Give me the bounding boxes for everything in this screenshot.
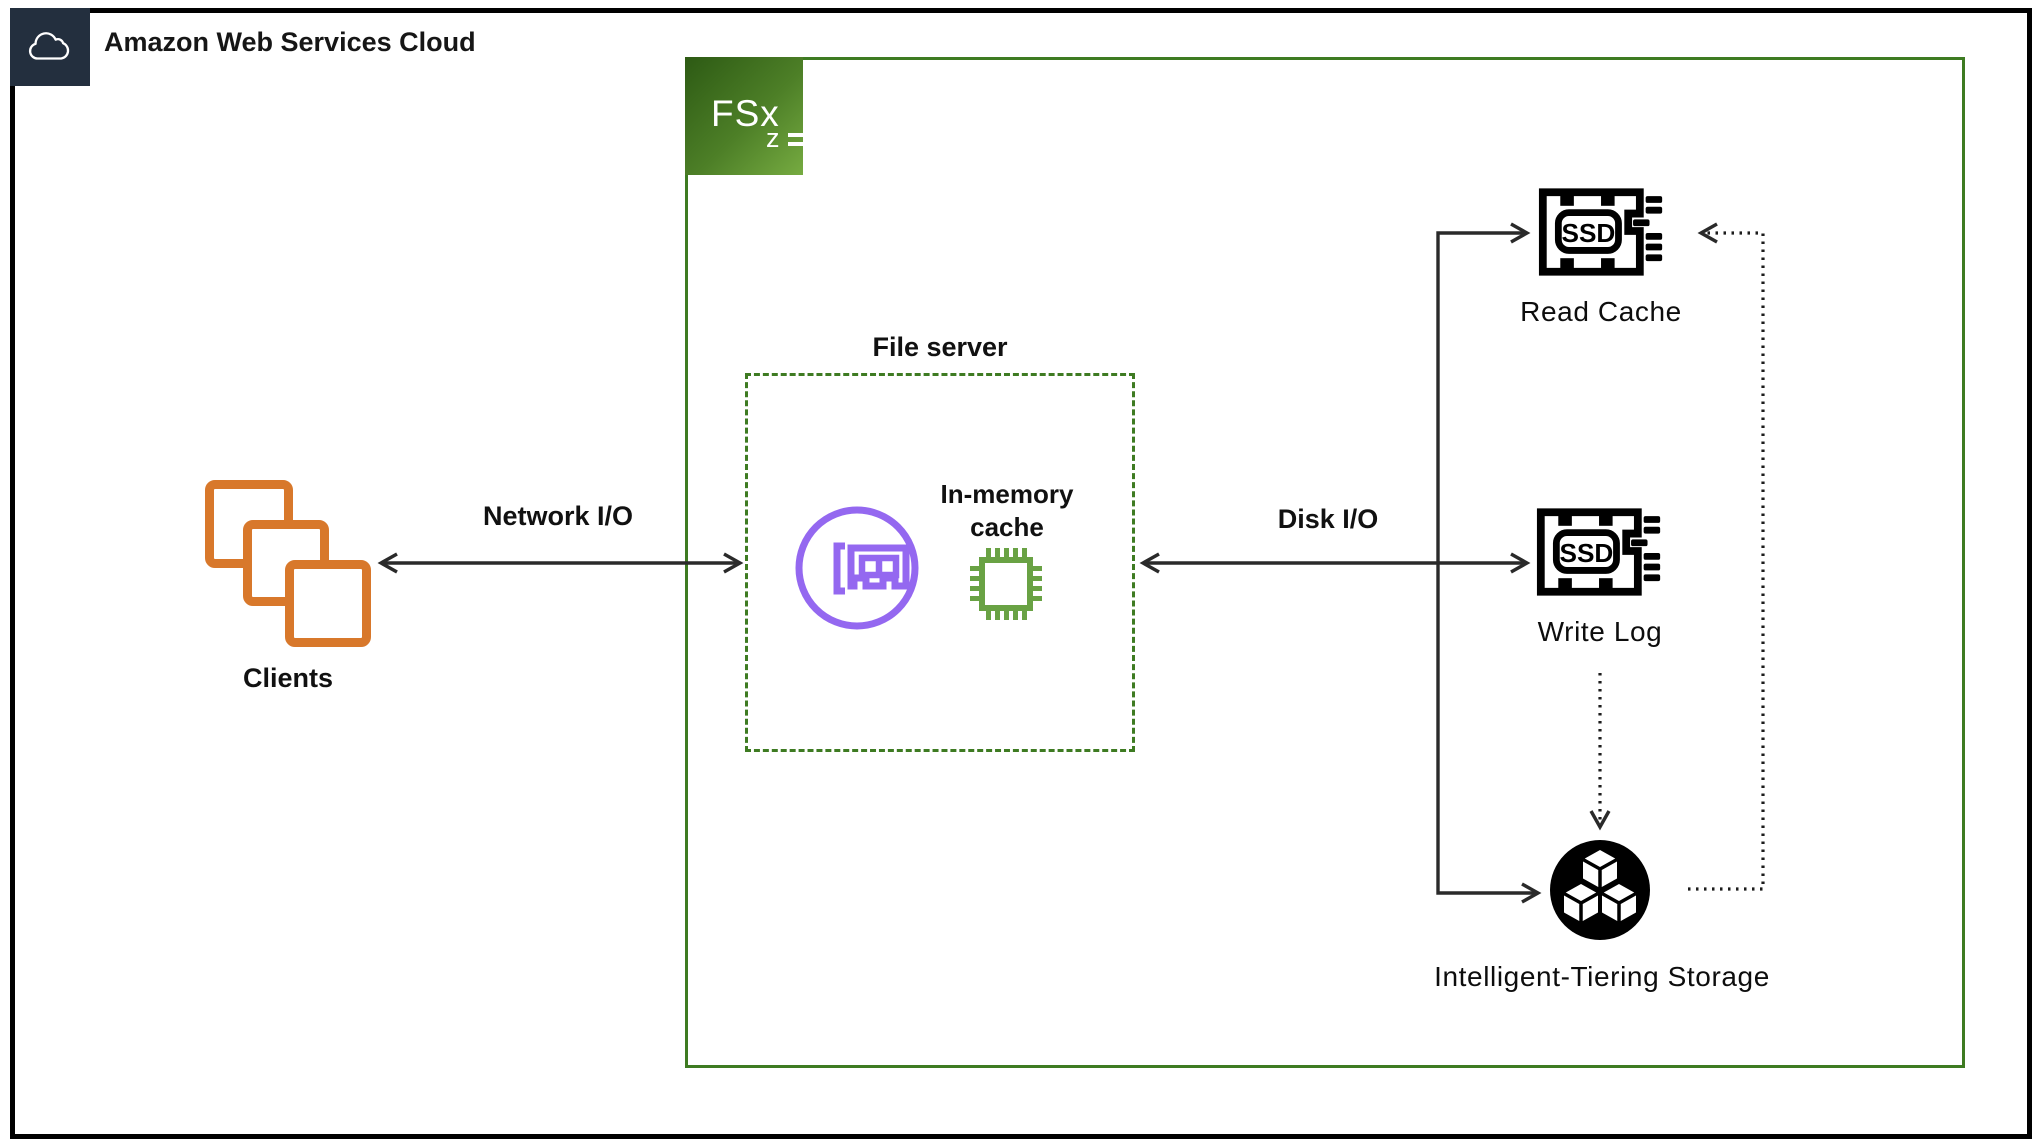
- client-square: [285, 560, 371, 647]
- ssd-text: SSD: [1561, 218, 1615, 248]
- write-log-label: Write Log: [1537, 616, 1663, 647]
- disk-io-label: Disk I/O: [1277, 504, 1379, 534]
- in-memory-cache-label: In-memory cache: [940, 479, 1074, 542]
- aws-group-title: Amazon Web Services Cloud: [104, 27, 476, 57]
- aws-cloud-icon: [10, 8, 90, 86]
- ssd-text: SSD: [1559, 538, 1613, 568]
- memory-chip-icon: [970, 548, 1042, 620]
- read-cache-ssd-icon: SSD: [1538, 188, 1663, 276]
- intelligent-tiering-label: Intelligent-Tiering Storage: [1434, 961, 1770, 992]
- cloud-icon: [29, 32, 70, 60]
- file-server-label: File server: [872, 332, 1008, 362]
- read-cache-label: Read Cache: [1520, 296, 1682, 327]
- fsx-logo-subscript: z: [766, 123, 780, 153]
- write-log-ssd-icon: SSD: [1536, 508, 1661, 596]
- file-server-box: [745, 373, 1135, 752]
- network-interface-icon: [795, 506, 919, 630]
- equals-bars-icon: [788, 133, 805, 151]
- network-io-label: Network I/O: [482, 501, 634, 531]
- fsx-logo-text: FSx: [711, 93, 780, 134]
- diagram-outer-border: [10, 8, 2032, 1139]
- fsx-openzfs-logo: FSx z: [685, 57, 805, 175]
- clients-label: Clients: [242, 663, 334, 693]
- intelligent-tiering-icon: [1550, 840, 1650, 940]
